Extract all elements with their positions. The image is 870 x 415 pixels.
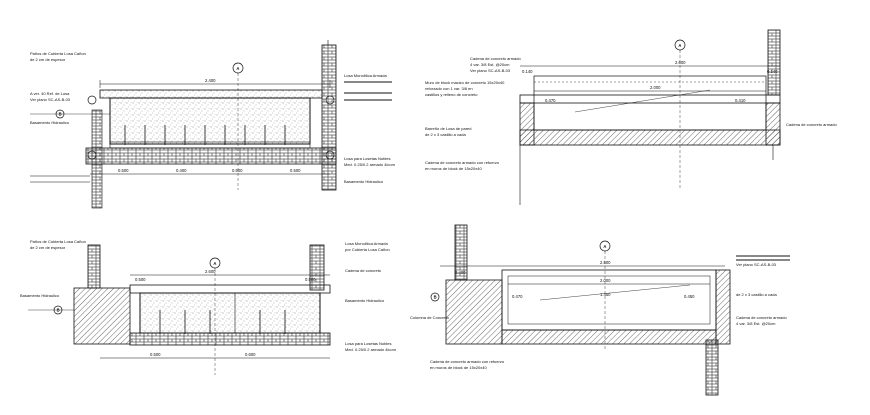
note: de 2 x 3 castillo a cada [736, 292, 777, 297]
note: Basamento Hidraulico [20, 293, 60, 298]
dim-vertical: 0.410 [735, 98, 746, 103]
axis-bubble-label: B [434, 295, 437, 300]
dim-bottom-1: 0.500 [118, 168, 129, 173]
note: reforzado con 1 var. 3/8 en [425, 86, 473, 91]
grid-bubble-label: A [213, 261, 216, 266]
note: Ver plano SC-AS-B-03 [30, 97, 71, 102]
dim-top: 2.400 [205, 78, 216, 83]
tank-floor [519, 129, 781, 146]
note: Columna de Concreto [410, 315, 450, 320]
dim-vertical: 0.450 [684, 294, 695, 299]
masonry-column [87, 244, 101, 289]
detail-bottom-right: 2.500 2.000 0.400 0.470 0.450 1.450 A B … [410, 224, 790, 396]
tank-body [139, 292, 321, 334]
concrete-column [445, 279, 503, 345]
note: Med. 0.25/0.2 armado 4lcom [345, 347, 397, 352]
note: Ver plano SC-AS-B-03 [470, 68, 511, 73]
note: Cadena de concreto armado [786, 122, 837, 127]
note: Cadena de concreto armado [470, 56, 521, 61]
dim-left: 0.140 [522, 69, 533, 74]
note: Losa Monolitica Armada [345, 241, 388, 246]
note: Basamento Hidraulico [344, 179, 384, 184]
tank-body [109, 97, 311, 145]
dim-right: 0.500 [305, 277, 316, 282]
note: castillos y relleno de concreto [425, 92, 478, 97]
note: por Cubierta Losa Cañon [345, 247, 390, 252]
note: en muros de block de 15x20x40 [430, 365, 487, 370]
note: Losa para Losetas Nobles [344, 156, 390, 161]
note: Med. 0.25/0.2 armado 4lcom [344, 162, 396, 167]
masonry-column [767, 29, 781, 96]
note: Paños de Cubierta Losa Cañon [30, 51, 86, 56]
dim-bottom-3: 0.500 [232, 168, 243, 173]
detail-bottom-left: 2.600 0.500 0.500 0.500 0.600 A B Paños … [20, 239, 397, 375]
note: 4 var. 3/8 Est. @20cm [470, 62, 510, 67]
note: Ver plano SC-AS-B-03 [736, 262, 777, 267]
grid-bubble-label: A [236, 66, 239, 71]
grid-bubble-label: A [678, 43, 681, 48]
note: Basamento Hidraulico [345, 298, 385, 303]
note: en muros de block de 15x20x40 [425, 166, 482, 171]
note: de 2 cm de espesor [30, 245, 66, 250]
note: Muro de block macizo de concreto 15x20x4… [425, 80, 505, 85]
dim-right: 0.140 [767, 69, 778, 74]
top-slab [99, 89, 323, 99]
tank-floor [501, 329, 717, 345]
tank-wall-right [715, 269, 731, 345]
grid-bubble-label: A [603, 244, 606, 249]
base-slab [85, 147, 337, 165]
note: Losa Monolitica Armada [344, 73, 387, 78]
dim-inner: 2.000 [600, 278, 611, 283]
dim-middle: 1.450 [600, 292, 611, 297]
axis-bubble [430, 292, 440, 302]
dim-inner: 2.000 [650, 85, 661, 90]
note: Cadena de concreto armado [736, 315, 787, 320]
note: Paños de Cubierta Losa Cañon [30, 239, 86, 244]
detail-top-right: 2.600 2.000 0.140 0.140 0.470 0.410 A Ca… [425, 29, 837, 205]
note: Losa para Losetas Nobles [345, 341, 391, 346]
dim-vertical: 0.470 [545, 98, 556, 103]
note: Basamento Hidraulico [30, 120, 70, 125]
dim-bottom-4: 0.500 [290, 168, 301, 173]
dim-top: 2.600 [675, 60, 686, 65]
note: 4 var. 3/8 Est. @20cm [736, 321, 776, 326]
dim-top: 2.500 [600, 260, 611, 265]
note: Barreño de Losa de pared [425, 126, 471, 131]
note: Cadena de concreto [345, 268, 382, 273]
note: de 2 cm de espesor [30, 57, 66, 62]
note: de 2 x 3 castillo a cada [425, 132, 466, 137]
dim-top: 2.600 [205, 269, 216, 274]
masonry-column [321, 44, 337, 191]
dim-bottom-2: 0.400 [176, 168, 187, 173]
note: Cadena de concreto armado con refuerzo [425, 160, 500, 165]
dim-bottom: 0.500 [150, 352, 161, 357]
dim-vertical: 0.470 [512, 294, 523, 299]
dim-left: 0.500 [135, 277, 146, 282]
detail-top-left: 2.400 0.500 0.400 0.500 0.500 A B Paños … [30, 40, 396, 209]
note: Cadena de concreto armado con refuerzo [430, 359, 505, 364]
dim-left: 0.400 [455, 270, 466, 275]
dim-bottom: 0.600 [245, 352, 256, 357]
concrete-block [73, 287, 131, 345]
note: A ver. 40 Ref. de Losa [30, 91, 70, 96]
